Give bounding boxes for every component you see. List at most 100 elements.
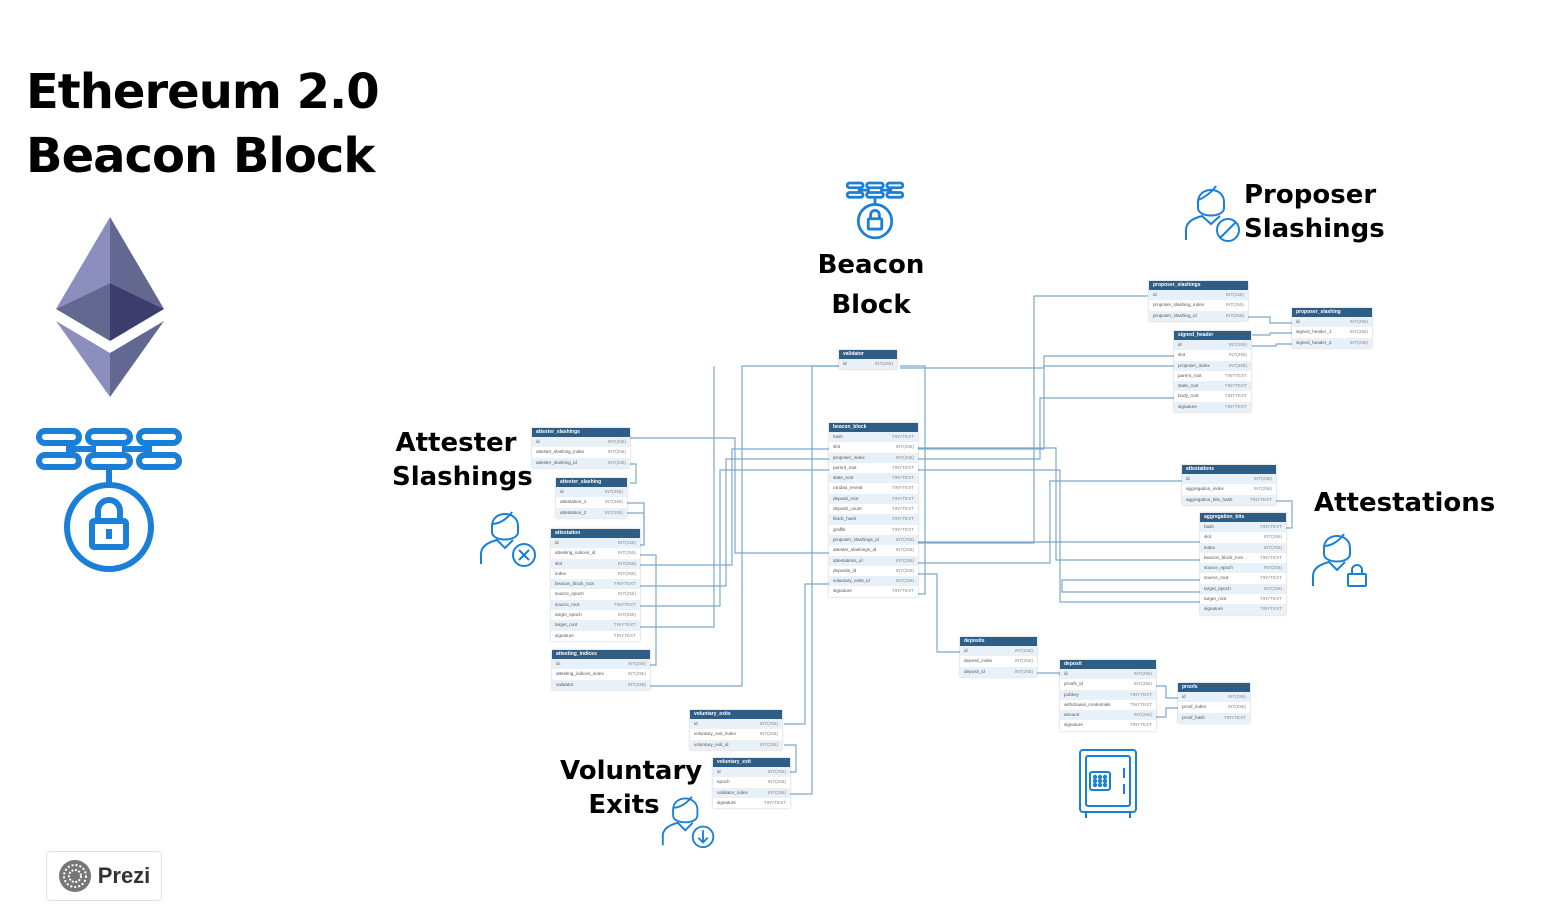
- column-type: INT(255): [604, 499, 623, 505]
- column-type: TINYTEXT: [891, 495, 914, 501]
- column-name: id: [1153, 292, 1157, 297]
- table-header: attesting_indices: [552, 650, 650, 659]
- column-type: TINYTEXT: [891, 475, 914, 481]
- column-name: slot: [1178, 352, 1186, 358]
- column-type: TINYTEXT: [891, 506, 914, 512]
- column-name: withdrawal_credentials: [1064, 701, 1111, 707]
- column-name: index: [1204, 544, 1215, 550]
- column-type: TINYTEXT: [1129, 722, 1152, 728]
- table-header: aggregation_bits: [1200, 513, 1286, 522]
- column-type: INT(255): [1133, 712, 1152, 718]
- prezi-logo-icon: [58, 860, 91, 892]
- column-type: INT(255): [895, 454, 914, 460]
- title-line-2: Beacon Block: [26, 128, 375, 184]
- column-name: signature: [717, 799, 736, 805]
- column-type: INT(255): [1349, 339, 1368, 345]
- table-header: attestations: [1182, 465, 1276, 474]
- column-name: source_epoch: [555, 591, 584, 597]
- column-type: INT(255): [617, 560, 636, 566]
- column-name: proof_hash: [1182, 714, 1205, 720]
- column-name: proofs_id: [1064, 681, 1083, 687]
- column-name: id: [1178, 342, 1182, 347]
- column-name: id: [556, 661, 560, 666]
- column-name: aggregation_index: [1186, 486, 1224, 492]
- column-type: INT(255): [1227, 704, 1246, 710]
- column-name: voluntary_exit_index: [694, 731, 736, 737]
- column-name: aggregation_bits_hash: [1186, 496, 1233, 502]
- column-name: proposer_slashing_id: [1153, 312, 1197, 318]
- column-type: INT(255): [1228, 352, 1247, 358]
- column-name: signature: [555, 632, 574, 638]
- table-row: state_root TINYTEXT: [1174, 381, 1251, 392]
- safe-vault-icon: [1079, 749, 1137, 818]
- column-type: TINYTEXT: [1224, 383, 1247, 389]
- label-beacon-block: Beacon Block: [817, 250, 925, 320]
- column-name: body_root: [1178, 393, 1199, 399]
- column-name: voluntary_exit_id: [694, 741, 729, 747]
- column-name: target_root: [1204, 596, 1227, 602]
- column-name: deposit_count: [833, 506, 862, 512]
- column-name: id: [717, 769, 721, 774]
- table-header: voluntary_exits: [690, 710, 782, 719]
- column-type: INT(255): [767, 789, 786, 795]
- column-name: deposit_root: [833, 495, 859, 501]
- column-name: graffiti: [833, 526, 846, 532]
- column-name: id: [555, 540, 559, 545]
- label-voluntary-exits: Voluntary Exits: [560, 756, 703, 820]
- column-name: deposit_id: [964, 668, 985, 674]
- table-header: proposer_slashing: [1292, 308, 1372, 317]
- column-type: INT(255): [617, 570, 636, 576]
- attestations-person-icon: [1312, 533, 1367, 587]
- column-name: target_epoch: [555, 612, 582, 618]
- column-type: INT(255): [607, 439, 626, 444]
- prezi-badge[interactable]: Prezi: [46, 851, 162, 901]
- table-header: validator: [839, 350, 897, 359]
- column-name: signed_header_1: [1296, 329, 1332, 335]
- table-row: proofs_id INT(255): [1060, 679, 1156, 689]
- column-type: INT(255): [1263, 534, 1282, 540]
- column-type: INT(255): [895, 547, 914, 553]
- column-type: INT(255): [895, 567, 914, 573]
- column-type: INT(255): [895, 536, 914, 542]
- column-name: deposit_index: [964, 658, 993, 664]
- column-name: randao_reveal: [833, 485, 863, 491]
- column-type: INT(255): [767, 779, 786, 785]
- column-type: INT(255): [1014, 648, 1033, 653]
- column-type: INT(255): [1014, 668, 1033, 674]
- blockchain-lock-icon: [36, 428, 182, 572]
- column-type: INT(255): [1133, 681, 1152, 687]
- column-name: beacon_block_root: [555, 581, 594, 587]
- column-name: state_root: [1178, 383, 1199, 389]
